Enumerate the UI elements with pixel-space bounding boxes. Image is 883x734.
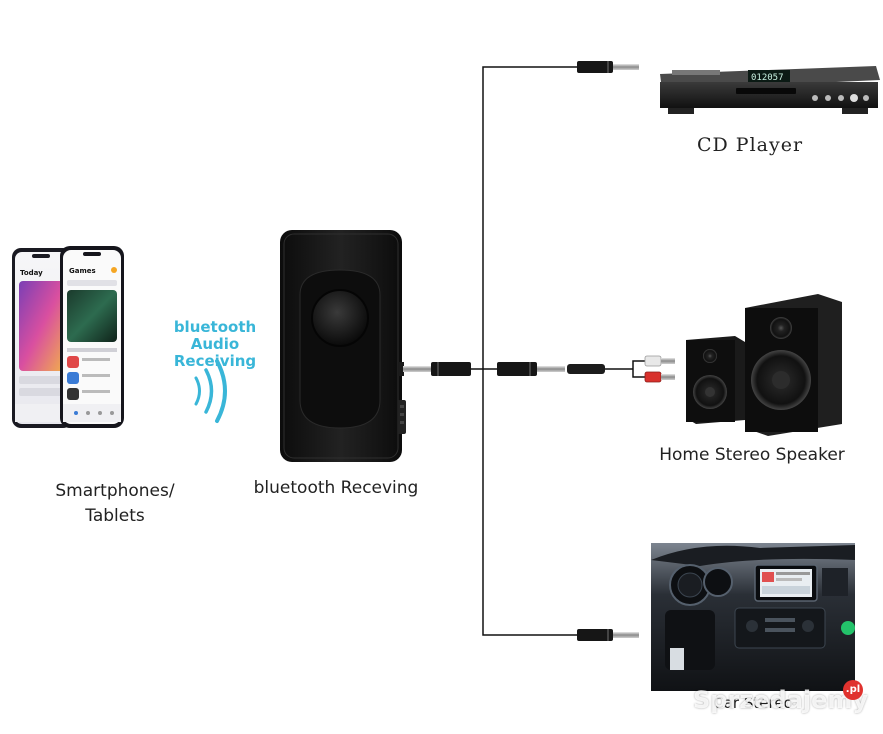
cd-display-readout: 012057 [751, 73, 784, 83]
bluetooth-receiver-device [280, 230, 406, 462]
smartphones-illustration: Today Games [12, 246, 124, 428]
aux-plug-left [403, 362, 471, 376]
speaker-small [686, 336, 745, 424]
bluetooth-caption-line2: Receiving [173, 352, 257, 370]
speaker-label: Home Stereo Speaker [659, 445, 845, 465]
phone-left-title: Today [20, 269, 43, 277]
audio-cables [470, 66, 645, 636]
aux-plug-car [577, 629, 639, 641]
aux-plug-cd [577, 61, 639, 73]
cd-player-illustration: 012057 [660, 66, 880, 114]
phone-right-title: Games [69, 267, 96, 275]
watermark-text: Sprzedajemy [693, 686, 869, 714]
bluetooth-wave-icon [194, 359, 227, 423]
phones-label-line2: Tablets [85, 506, 145, 526]
rca-plugs [644, 355, 675, 383]
bluetooth-audio-caption: bluetooth Audio Receiving [150, 319, 280, 370]
watermark-badge: .pl [843, 680, 863, 700]
cd-player-label: CD Player [696, 134, 804, 156]
bluetooth-caption-line1: bluetooth Audio [173, 318, 257, 353]
phones-label: Smartphones/ Tablets [40, 479, 190, 529]
phones-label-line1: Smartphones/ [55, 481, 175, 501]
aux-plug-right [497, 362, 605, 376]
car-stereo-label: Car Stereo [713, 694, 793, 712]
speaker-large [745, 294, 842, 436]
receiver-label: bluetooth Receving [253, 478, 419, 498]
car-stereo-illustration [651, 543, 855, 691]
